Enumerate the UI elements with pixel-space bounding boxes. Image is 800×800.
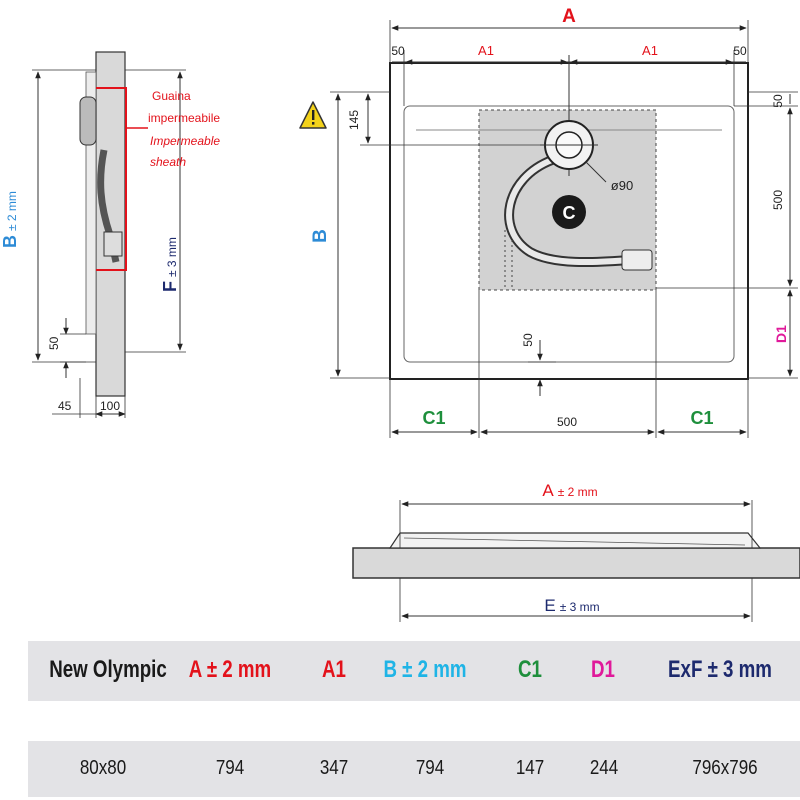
table-header-a: A ± 2 mm: [188, 656, 272, 683]
table-cell-a1: 347: [319, 757, 349, 779]
table-cell-b: 794: [415, 757, 445, 779]
side-label-b: B± 2 mm: [0, 191, 20, 248]
top-label-c1-right: C1: [690, 408, 713, 428]
sheath-label-en-1: Impermeable: [150, 134, 220, 148]
top-label-d1: D1: [773, 325, 789, 343]
top-label-a1-right: A1: [642, 43, 658, 58]
side-pipe-fitting: [103, 231, 123, 257]
table-header-band: [28, 641, 800, 701]
table-header-d1: D1: [591, 656, 615, 683]
side-dim-100: 100: [100, 399, 120, 413]
table-header-a1: A1: [322, 656, 346, 683]
table-row-band: [28, 741, 800, 797]
top-dim-50-left: 50: [391, 44, 405, 58]
drain-label-c: C: [563, 203, 576, 223]
table-header-exf: ExF ± 3 mm: [668, 656, 772, 683]
side-dim-45: 45: [58, 399, 72, 413]
side-tray-body: [95, 51, 126, 397]
side-view: [32, 51, 186, 418]
side-tray-edge: [85, 71, 97, 335]
table-cell-model: 80x80: [79, 757, 127, 779]
top-dim-145: 145: [347, 110, 361, 130]
top-label-b: B: [310, 229, 331, 243]
table-header-model: New Olympic: [49, 656, 167, 683]
sheath-label-en-2: sheath: [150, 155, 186, 169]
top-dim-50-top-right: 50: [771, 94, 785, 108]
table-header-c1: C1: [518, 656, 542, 683]
side-drain-top: [79, 96, 97, 146]
top-label-c1-left: C1: [422, 408, 445, 428]
side-dim-50: 50: [47, 336, 61, 350]
sheath-label-it-2: impermeabile: [148, 111, 220, 125]
table-cell-d1: 244: [589, 757, 619, 779]
table-header-b: B ± 2 mm: [383, 656, 467, 683]
front-label-e: E± 3 mm: [544, 596, 599, 615]
top-label-a1-left: A1: [478, 43, 494, 58]
sheath-label-it-1: Guaina: [152, 89, 191, 103]
sheath-outline: [96, 87, 127, 271]
warning-triangle-icon: [299, 101, 327, 129]
front-tray-body: [352, 547, 800, 579]
front-label-a: A± 2 mm: [542, 481, 597, 500]
table-cell-a: 794: [215, 757, 245, 779]
side-label-f: F± 3 mm: [160, 237, 180, 292]
front-tray-top: [388, 532, 762, 549]
pipe-fitting: [621, 249, 653, 271]
top-dim-500-right: 500: [771, 190, 785, 210]
drain-label-circle: [552, 195, 586, 229]
diameter-leader: [585, 161, 607, 183]
top-dim-diameter: ø90: [611, 178, 633, 193]
top-dim-50-right: 50: [733, 44, 747, 58]
top-dim-500-bottom: 500: [557, 415, 577, 429]
top-dim-50-bottom: 50: [521, 333, 535, 347]
table-cell-c1: 147: [515, 757, 545, 779]
table-cell-exf: 796x796: [692, 757, 758, 779]
front-view: [352, 500, 800, 622]
top-label-a: A: [562, 6, 576, 27]
top-view: [299, 20, 798, 438]
